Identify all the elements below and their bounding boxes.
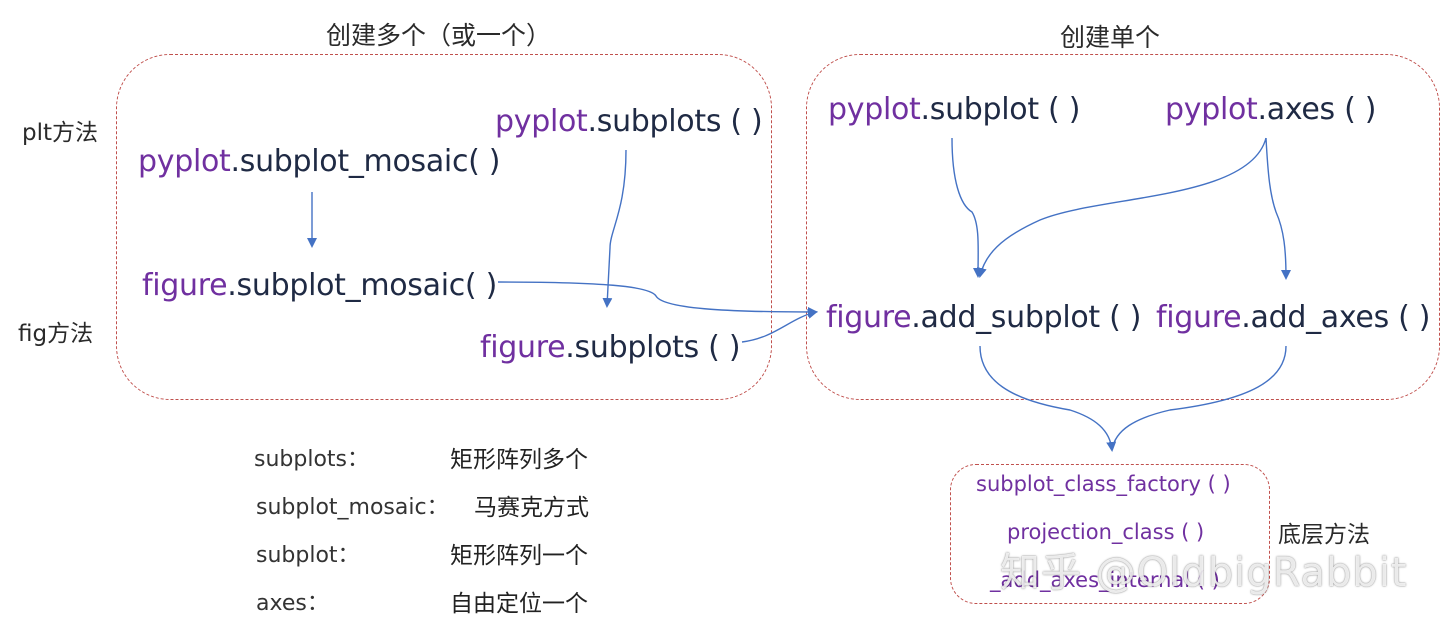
arrow-figure-subplots-to-add-subplot xyxy=(741,308,818,343)
legend-value-subplots: 矩形阵列多个 xyxy=(450,447,588,473)
node-pyplot-subplot-mosaic: pyplot.subplot_mosaic( ) xyxy=(138,144,501,179)
node-figure-add-subplot: figure.add_subplot ( ) xyxy=(826,300,1142,335)
legend-key-subplot-mosaic: subplot_mosaic： xyxy=(256,495,449,520)
arrow-pyplot-axes-to-add-axes xyxy=(1265,137,1291,280)
arrow-pyplot-axes-to-add-subplot xyxy=(976,137,1267,278)
legend-value-axes: 自由定位一个 xyxy=(450,591,588,617)
arrow-figure-mosaic-to-add-subplot xyxy=(497,281,818,317)
arrow-pyplot-subplot-to-add-subplot xyxy=(951,137,984,278)
node-figure-add-axes: figure.add_axes ( ) xyxy=(1156,300,1431,335)
legend-value-subplot: 矩形阵列一个 xyxy=(450,543,588,569)
label-plt-methods: plt方法 xyxy=(22,120,99,146)
watermark: 知乎 @OldbigRabbit xyxy=(1000,550,1408,596)
node-figure-subplots: figure.subplots ( ) xyxy=(480,330,741,365)
arrow-add-axes-to-low-level xyxy=(1111,345,1287,451)
node-add-axes-internal: _add_axes_internal ( ) xyxy=(990,568,1220,592)
title-create-multiple: 创建多个（或一个） xyxy=(326,21,552,50)
node-figure-subplot-mosaic: figure.subplot_mosaic( ) xyxy=(142,268,497,303)
label-fig-methods: fig方法 xyxy=(18,321,94,347)
arrow-pyplot-subplots-to-figure-subplots xyxy=(602,149,627,308)
group-low-level xyxy=(950,464,1270,604)
label-low-level-methods: 底层方法 xyxy=(1278,522,1370,548)
node-projection-class: projection_class ( ) xyxy=(1007,520,1205,544)
node-pyplot-subplots: pyplot.subplots ( ) xyxy=(495,104,763,139)
title-create-single: 创建单个 xyxy=(1060,23,1161,52)
legend-key-axes: axes： xyxy=(256,591,329,616)
legend-key-subplot: subplot： xyxy=(256,543,360,568)
arrow-add-subplot-to-low-level xyxy=(979,345,1117,452)
legend-value-subplot-mosaic: 马赛克方式 xyxy=(474,495,589,521)
node-pyplot-subplot: pyplot.subplot ( ) xyxy=(828,92,1081,127)
node-subplot-class-factory: subplot_class_factory ( ) xyxy=(976,472,1231,496)
group-create-multiple xyxy=(116,54,772,400)
node-pyplot-axes: pyplot.axes ( ) xyxy=(1165,92,1377,127)
legend-key-subplots: subplots： xyxy=(254,447,369,472)
